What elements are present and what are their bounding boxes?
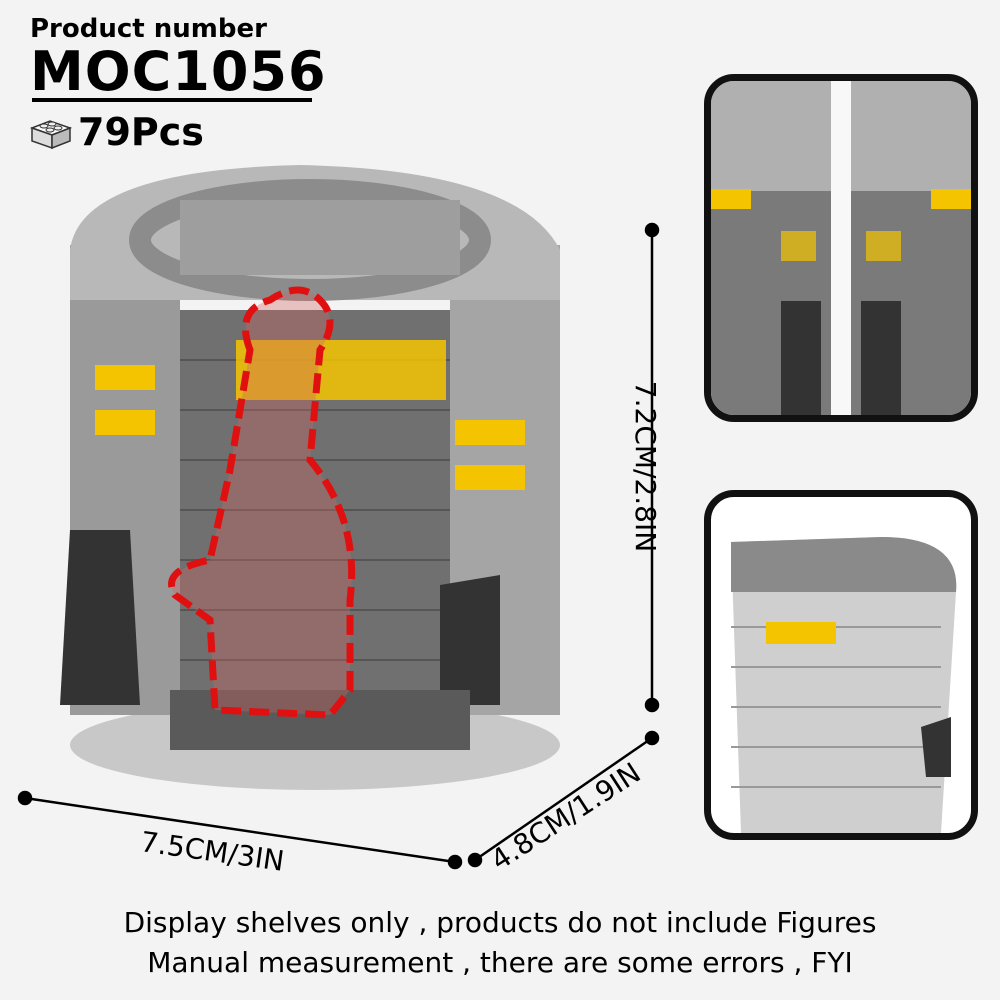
- back-view-illustration: [731, 537, 957, 833]
- measurement-disclaimer: Manual measurement , there are some erro…: [147, 946, 853, 979]
- figures-disclaimer: Display shelves only , products do not i…: [123, 906, 877, 939]
- product-number: MOC1056: [30, 40, 327, 103]
- piece-count: 79Pcs: [78, 110, 204, 154]
- product-number-label: Product number: [30, 14, 267, 44]
- detail-inset-hinge: [704, 74, 978, 422]
- brick-icon: [30, 120, 72, 150]
- height-dimension: 7.2CM/2.8IN: [629, 380, 663, 553]
- detail-inset-back: [704, 490, 978, 840]
- divider: [32, 98, 312, 102]
- hinge-detail-illustration: [711, 81, 971, 415]
